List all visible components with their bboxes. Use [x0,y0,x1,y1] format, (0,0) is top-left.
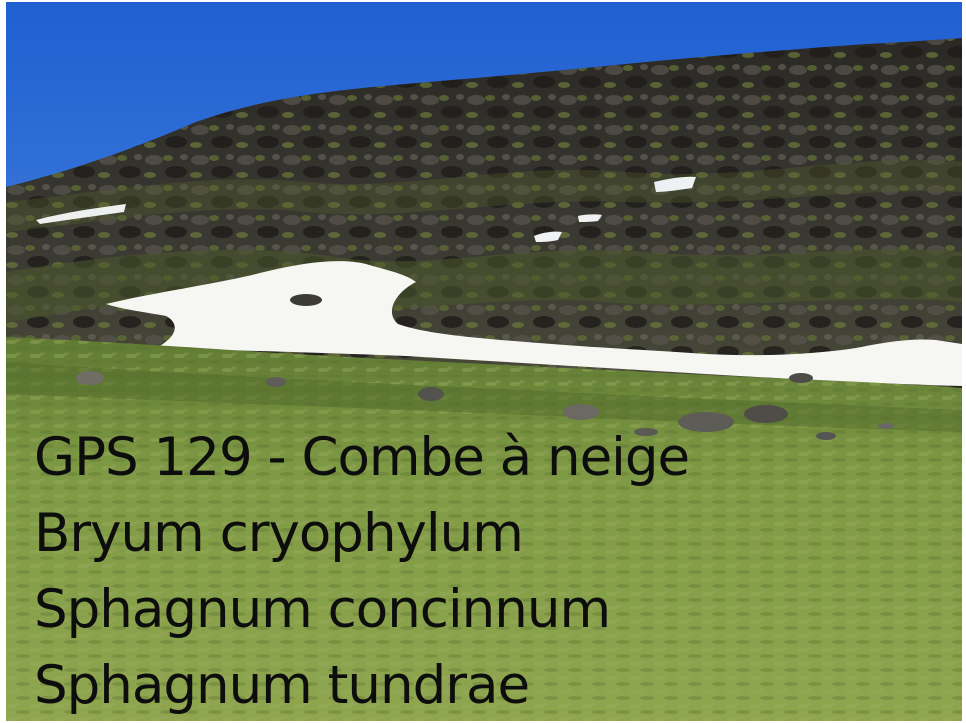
caption-line-gps: GPS 129 - Combe à neige [34,427,690,488]
snow-patch-right [654,176,696,192]
snow-rock [290,294,322,306]
snow-patch-small [578,214,602,222]
meadow-boulders [76,371,894,440]
snow-patch-center [534,231,562,242]
caption-line-species-3: Sphagnum tundrae [34,655,530,716]
mountain-snowbed-photo [6,2,962,721]
snow-patch-left [36,204,126,224]
slide-caption: GPS 129 - Combe à neige Bryum cryophylum… [34,420,934,723]
moss-band-upper [6,159,962,232]
grass-texture [6,337,962,721]
caption-line-species-1: Bryum cryophylum [34,503,524,564]
landscape-illustration [6,2,962,721]
snowfield [106,261,962,386]
caption-line-species-2: Sphagnum concinnum [34,579,611,640]
